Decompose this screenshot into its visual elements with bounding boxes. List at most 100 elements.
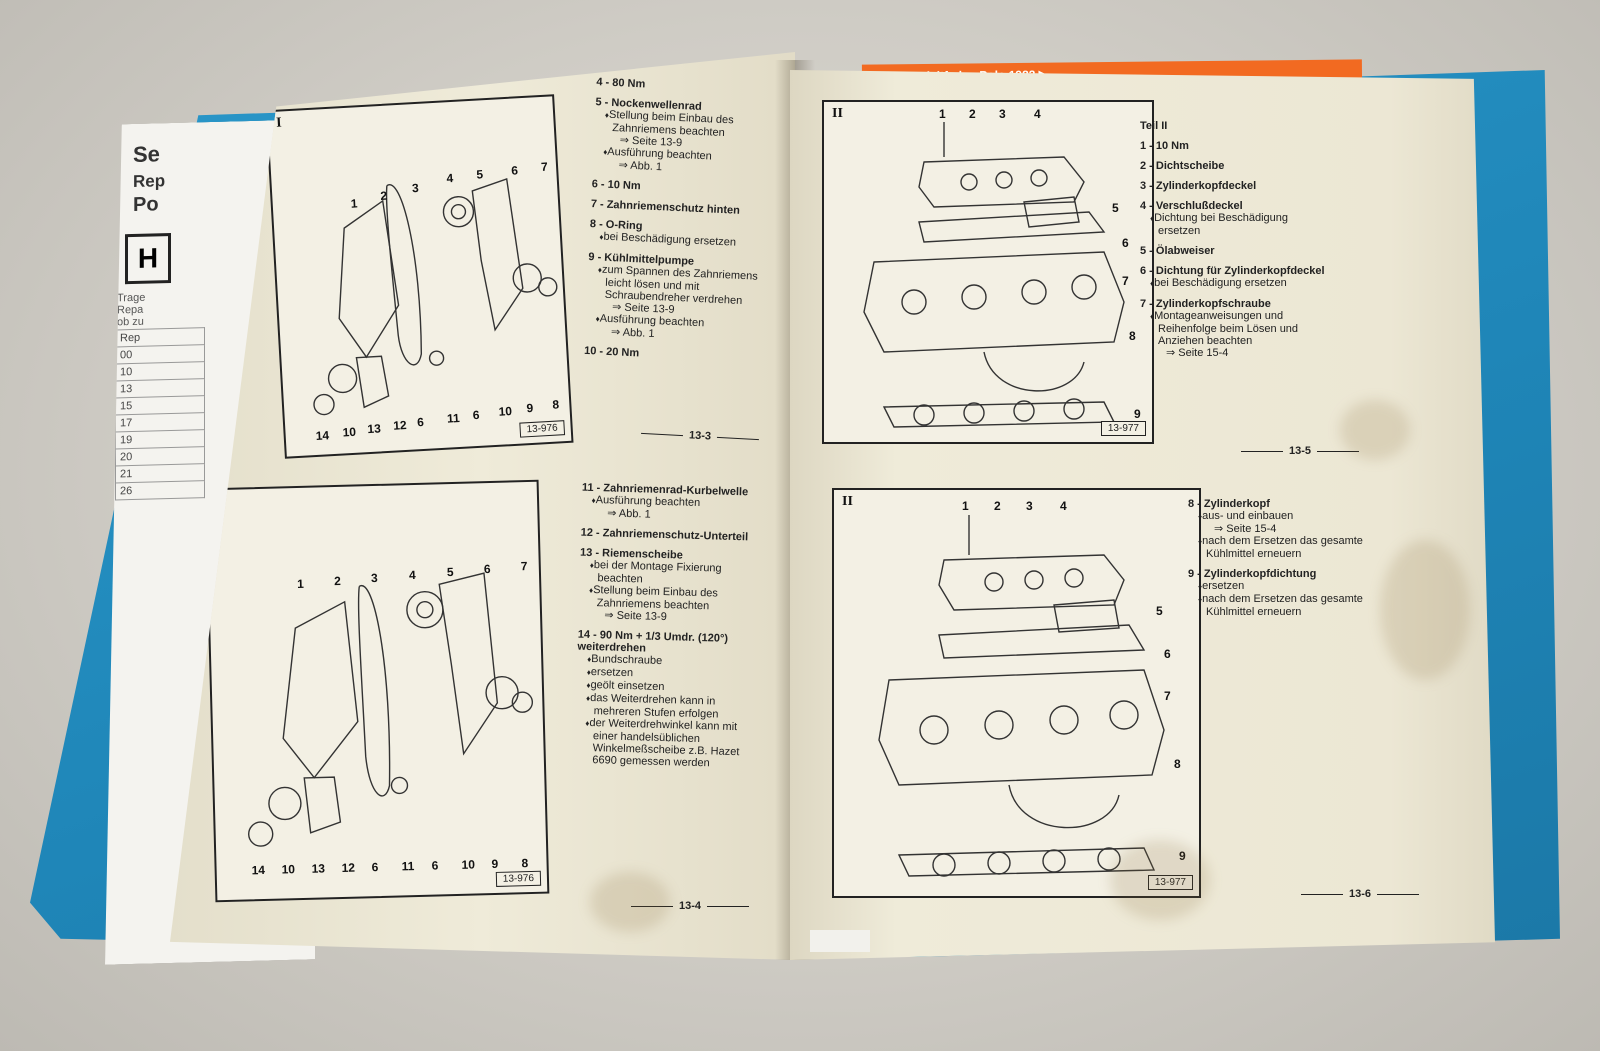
figure-roman: II — [832, 106, 843, 121]
legend-item: 5 - Ölabweiser — [1140, 245, 1325, 257]
callout-5: 5 — [1112, 201, 1119, 215]
callout-6c: 6 — [431, 858, 438, 872]
page-number: 13-6 — [1295, 888, 1425, 900]
callout-6: 6 — [1122, 236, 1129, 250]
callout-11: 11 — [447, 411, 461, 426]
legend-item-note: ersetzen — [1188, 580, 1373, 593]
callout-6b: 6 — [417, 415, 425, 429]
legend-item: 8 - Zylinderkopfaus- und einbauen⇒ Seite… — [1188, 498, 1373, 560]
legend-item-note: nach dem Ersetzen das gesamte Kühlmittel… — [1188, 593, 1373, 618]
callout-11: 11 — [401, 859, 414, 873]
legend-item-title: 9 - Zylinderkopfdichtung — [1188, 568, 1317, 580]
figure-timing-belt: I 1 2 3 4 5 6 7 14 — [265, 94, 574, 459]
callout-6b: 6 — [371, 860, 378, 874]
callout-6c: 6 — [472, 408, 480, 422]
under-sheet-heading: Se — [133, 141, 160, 168]
legend-item: 8 - O-Ringbei Beschädigung ersetzen — [589, 218, 765, 251]
figure-cylinder-head-2: II 1 2 3 4 5 6 — [832, 488, 1201, 898]
figure-number: 13-977 — [1147, 875, 1193, 890]
callout-12: 12 — [341, 861, 355, 875]
right-page: II 1 2 3 4 5 6 — [790, 70, 1495, 960]
legend-item: 7 - ZylinderkopfschraubeMontageanweisung… — [1140, 298, 1325, 359]
stain — [590, 872, 670, 932]
legend-page-ref: ⇒ Seite 15-4 — [1166, 347, 1229, 359]
callout-6: 6 — [511, 163, 519, 177]
legend-item: 12 - Zahnriemenschutz-Unterteil — [581, 527, 751, 544]
callout-4: 4 — [446, 171, 454, 185]
callout-8: 8 — [1129, 329, 1136, 343]
legend-item-note: bei Beschädigung ersetzen — [1140, 277, 1325, 290]
left-page: I 1 2 3 4 5 6 7 14 — [170, 52, 795, 960]
cylinder-head-drawing-2: 1 2 3 4 5 6 7 8 9 — [878, 499, 1186, 877]
legend-item-title: 8 - Zylinderkopf — [1188, 498, 1270, 510]
callout-3: 3 — [1026, 499, 1033, 513]
legend-item-note: aus- und einbauen — [1188, 510, 1373, 523]
callout-3: 3 — [999, 107, 1006, 121]
figure-number: 13-976 — [495, 870, 542, 887]
page-number: 13-3 — [635, 427, 765, 446]
legend-item: 3 - Zylinderkopfdeckel — [1140, 180, 1325, 192]
figure-number: 13-977 — [1100, 421, 1146, 436]
stain — [1340, 400, 1410, 460]
section-label: Teil II — [1140, 120, 1168, 132]
legend-item-title: 6 - 10 Nm — [591, 178, 641, 193]
callout-9: 9 — [491, 857, 498, 871]
callout-3: 3 — [412, 181, 420, 195]
under-sheet-text: Repa — [117, 303, 144, 317]
legend-13-5: Teil II 1 - 10 Nm 2 - Dichtscheibe 3 - Zyl… — [1140, 120, 1325, 367]
legend-item: 1 - 10 Nm — [1140, 140, 1325, 152]
callout-8: 8 — [521, 856, 528, 870]
callout-8: 8 — [552, 397, 560, 411]
callout-9: 9 — [1134, 407, 1141, 421]
under-sheet-text: Trage — [117, 291, 146, 305]
timing-belt-drawing: 1 2 3 4 5 6 7 14 10 13 12 6 11 6 10 9 8 — [313, 160, 560, 443]
callout-7: 7 — [521, 559, 528, 573]
figure-number: 13-976 — [519, 420, 566, 438]
stain — [1110, 840, 1210, 920]
under-sheet-heading: Rep — [133, 171, 166, 192]
under-sheet-heading: Po — [133, 193, 159, 217]
callout-1: 1 — [297, 577, 304, 591]
callout-1: 1 — [962, 499, 969, 513]
legend-item-title: 4 - Verschlußdeckel — [1140, 200, 1243, 212]
legend-item-title: 7 - Zylinderkopfschraube — [1140, 298, 1271, 310]
legend-13-6: 8 - Zylinderkopfaus- und einbauen⇒ Seite… — [1188, 498, 1373, 626]
legend-item-note: Dichtung bei Beschädigung ersetzen — [1140, 212, 1325, 237]
figure-roman: II — [842, 494, 853, 509]
legend-item: 13 - Riemenscheibebei der Montage Fixier… — [578, 547, 750, 626]
figure-timing-belt-2: I 1 2 3 4 5 6 7 14 — [204, 479, 550, 903]
callout-10b: 10 — [498, 404, 512, 419]
legend-item: 9 - Zylinderkopfdichtungersetzennach dem… — [1188, 568, 1373, 618]
table-cell: 26 — [116, 481, 205, 500]
legend-item-title: 4 - 80 Nm — [596, 76, 646, 91]
under-sheet-badge: H — [125, 233, 171, 284]
timing-belt-drawing-2: 1 2 3 4 5 6 7 14 10 13 12 6 11 6 10 9 8 — [248, 559, 534, 877]
legend-item: 10 - 20 Nm — [584, 345, 759, 365]
callout-9: 9 — [1179, 849, 1186, 863]
binder-edge — [810, 930, 870, 952]
under-sheet-text: ob zu — [117, 315, 144, 329]
legend-item: 2 - Dichtscheibe — [1140, 160, 1325, 172]
legend-item-note: der Weiterdrehwinkel kann mit einer hand… — [574, 717, 745, 771]
legend-item-title: 3 - Zylinderkopfdeckel — [1140, 180, 1257, 192]
callout-13: 13 — [311, 861, 325, 875]
legend-item-title: 10 - 20 Nm — [583, 344, 640, 360]
callout-1: 1 — [350, 196, 358, 210]
legend-item-title: 5 - Ölabweiser — [1140, 245, 1215, 257]
page-number: 13-4 — [625, 900, 755, 912]
callout-2: 2 — [380, 189, 388, 203]
legend-page-ref: ⇒ Seite 15-4 — [1214, 523, 1277, 535]
callout-6: 6 — [484, 562, 491, 576]
callout-5: 5 — [476, 167, 484, 181]
table-row: 26 — [116, 481, 205, 500]
callout-2: 2 — [969, 107, 976, 121]
callout-7: 7 — [1122, 274, 1129, 288]
cylinder-head-drawing: 1 2 3 4 5 6 7 8 9 — [863, 107, 1141, 428]
callout-2: 2 — [994, 499, 1001, 513]
legend-item-note: nach dem Ersetzen das gesamte Kühlmittel… — [1188, 535, 1373, 560]
legend-item: 5 - NockenwellenradStellung beim Einbau … — [592, 96, 770, 178]
legend-13-3: 4 - 80 Nm 5 - NockenwellenradStellung bei… — [584, 76, 772, 373]
callout-3: 3 — [371, 571, 378, 585]
callout-10b: 10 — [461, 857, 475, 871]
